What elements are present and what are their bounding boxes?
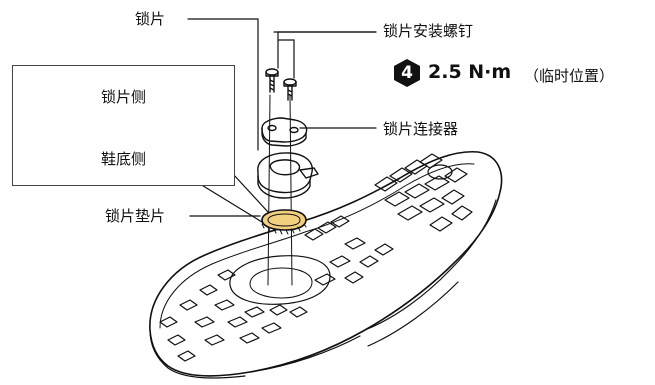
leader-lines	[187, 18, 377, 223]
step-number-badge: 4	[392, 58, 422, 88]
shim-orientation-inset: 锁片侧 鞋底侧	[12, 65, 235, 186]
cleat-part	[257, 152, 319, 199]
mid-tread-lugs	[304, 215, 394, 286]
sole-lower-edge	[249, 335, 361, 373]
heel-tread-lugs	[159, 269, 308, 362]
cleat-connector-part	[261, 117, 308, 147]
front-tread-lugs	[374, 153, 473, 232]
sole-inner-edge	[159, 163, 475, 329]
screw-1	[265, 68, 279, 93]
inset-cleat-side-label: 锁片侧	[100, 88, 146, 106]
mount-area-inner	[249, 267, 313, 299]
cleat-connector-label: 锁片连接器	[383, 120, 459, 138]
cleat-shim-label: 锁片垫片	[105, 207, 166, 225]
sole-side-wall	[364, 199, 497, 347]
step-number: 4	[401, 63, 413, 83]
cleat-label: 锁片	[135, 10, 166, 28]
torque-value: 2.5 N·m	[428, 61, 512, 83]
inset-sole-side-label: 鞋底侧	[100, 150, 146, 168]
sole-outline	[149, 150, 503, 377]
cleat-screws-label: 锁片安装螺钉	[383, 22, 474, 40]
cleat-shim-part	[261, 209, 307, 235]
torque-note: （临时位置）	[524, 67, 615, 85]
heel-wall	[149, 329, 246, 379]
screw-2	[283, 78, 297, 101]
